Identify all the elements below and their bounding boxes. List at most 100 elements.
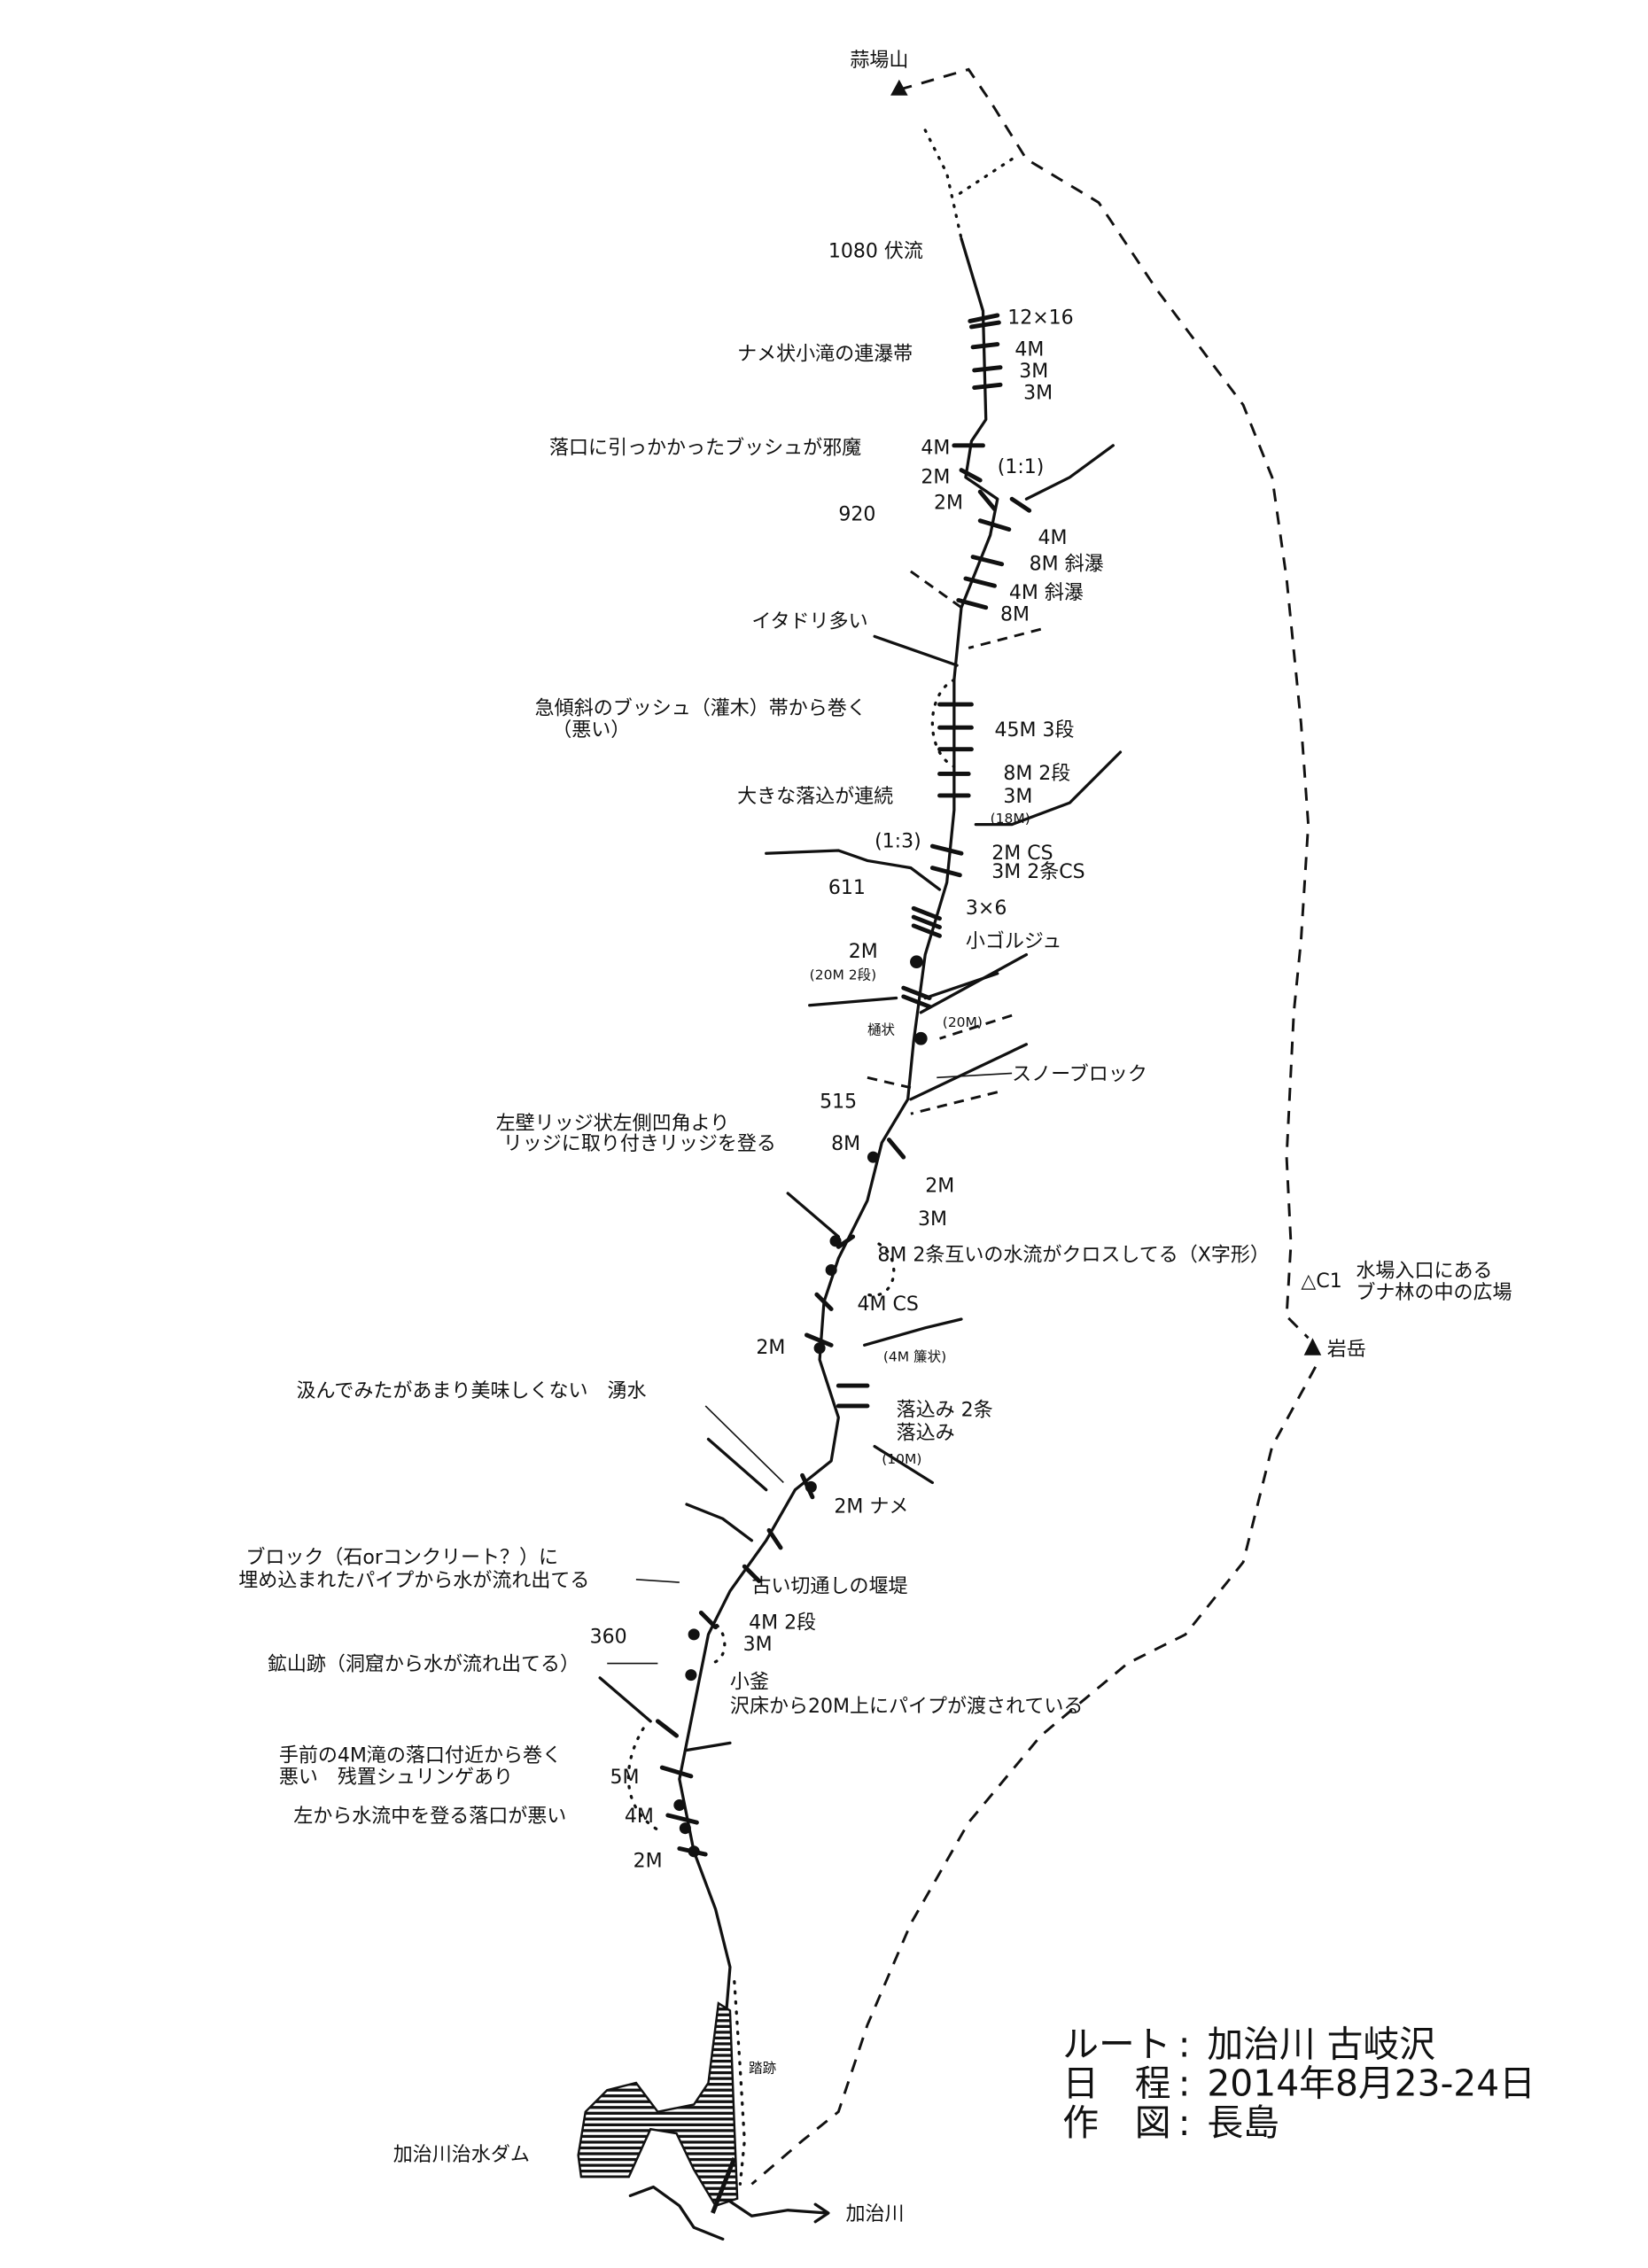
note-label: ブロック（石orコンクリート？）に bbox=[245, 1547, 558, 1569]
note-label: 鉱山跡（洞窟から水が流れ出てる） bbox=[268, 1654, 579, 1676]
river-inflow bbox=[628, 2185, 725, 2241]
pool-markers bbox=[673, 955, 928, 1858]
note-label: (1:1) bbox=[998, 456, 1045, 478]
note-label: 3M bbox=[1003, 786, 1032, 808]
author-label: 作 図 bbox=[1062, 2101, 1170, 2144]
note-label: 落口に引っかかったブッシュが邪魔 bbox=[549, 438, 861, 460]
bypass-routes bbox=[626, 678, 956, 1831]
iwadake-triangle-icon bbox=[1303, 1338, 1322, 1355]
note-label: 大きな落込が連続 bbox=[737, 786, 893, 808]
note-label: 1080 伏流 bbox=[828, 241, 923, 263]
trail-label: 踏跡 bbox=[749, 2061, 776, 2077]
note-label: 8M 2条互いの水流がクロスしてる（X字形） bbox=[877, 1245, 1270, 1267]
date-label: 日 程 bbox=[1062, 2062, 1170, 2105]
note-label: 3M bbox=[1023, 383, 1053, 405]
date-colon: : bbox=[1178, 2062, 1191, 2105]
note-label: 8M 斜瀑 bbox=[1030, 553, 1104, 575]
note-label: 2M bbox=[921, 466, 950, 488]
title-block: ルート : 加治川 古岐沢 日 程 : 2014年8月23-24日 作 図 : … bbox=[1062, 2023, 1535, 2144]
approach-trail bbox=[733, 1980, 746, 2186]
note-label: (1:3) bbox=[875, 831, 921, 853]
camp-note-1: 水場入口にある bbox=[1356, 1261, 1492, 1283]
note-label: 左壁リッジ状左側凹角より bbox=[496, 1113, 730, 1135]
note-label: 4M 2段 bbox=[749, 1612, 816, 1634]
ridge-trail-lower bbox=[750, 1366, 1318, 2186]
route-value: 加治川 古岐沢 bbox=[1207, 2023, 1435, 2066]
summit-name: 蒜場山 bbox=[850, 50, 908, 72]
note-label: (20M 2段) bbox=[810, 967, 876, 983]
camp-label: △C1 bbox=[1301, 1270, 1341, 1293]
route-colon: : bbox=[1178, 2023, 1191, 2066]
note-label: (18M) bbox=[991, 811, 1030, 827]
note-label: (10M) bbox=[882, 1451, 921, 1467]
upper-headwater-dots bbox=[923, 128, 1014, 241]
note-label: 5M bbox=[610, 1767, 640, 1789]
note-label: 3M bbox=[918, 1208, 947, 1231]
note-label: 左から水流中を登る落口が悪い bbox=[293, 1806, 566, 1828]
route-label: ルート bbox=[1062, 2023, 1170, 2066]
camp-note-2: ブナ林の中の広場 bbox=[1356, 1282, 1512, 1304]
note-label: 急傾斜のブッシュ（灌木）帯から巻く bbox=[535, 698, 867, 720]
note-label: イタドリ多い bbox=[751, 611, 867, 633]
note-label: 4M bbox=[625, 1806, 654, 1828]
note-label: 落込み bbox=[897, 1422, 955, 1444]
elevation-label: 515 bbox=[820, 1091, 857, 1114]
note-label: 3M bbox=[743, 1634, 773, 1656]
note-label: 4M CS bbox=[858, 1293, 919, 1316]
note-label: 汲んでみたがあまり美味しくない 湧水 bbox=[296, 1380, 646, 1402]
note-label: 2M ナメ bbox=[834, 1496, 908, 1518]
main-stream bbox=[678, 237, 999, 2171]
note-label: 樋状 bbox=[867, 1021, 895, 1037]
note-label: 8M 2段 bbox=[1003, 763, 1070, 785]
note-label: 2M bbox=[634, 1851, 663, 1873]
note-label: 沢床から20M上にパイプが渡されている bbox=[730, 1696, 1083, 1718]
elevation-label: 611 bbox=[828, 877, 866, 899]
dam-reservoir bbox=[577, 2001, 739, 2208]
waterfall-marks bbox=[655, 313, 1032, 1857]
note-label: 小ゴルジュ bbox=[966, 930, 1062, 952]
note-label: 2M bbox=[934, 493, 963, 515]
note-label: 手前の4M滝の落口付近から巻く bbox=[279, 1745, 562, 1767]
note-label: 2M bbox=[925, 1175, 954, 1197]
note-label: ナメ状小滝の連瀑帯 bbox=[737, 344, 913, 366]
note-label: 2M CS bbox=[991, 843, 1053, 865]
note-label: 古い切通しの堰堤 bbox=[751, 1576, 907, 1598]
date-value: 2014年8月23-24日 bbox=[1207, 2062, 1535, 2105]
ridge-trail-upper bbox=[898, 67, 1310, 1340]
note-label: 3M bbox=[1019, 361, 1048, 383]
note-label: 3×6 bbox=[966, 897, 1007, 920]
note-label: 2M bbox=[756, 1337, 785, 1359]
note-label: 8M bbox=[831, 1133, 860, 1155]
note-label: 3M 2条CS bbox=[991, 861, 1084, 883]
summit-triangle-icon bbox=[890, 79, 908, 96]
note-label: 12×16 bbox=[1007, 307, 1073, 330]
leader-lines bbox=[607, 1072, 1013, 1665]
author-value: 長島 bbox=[1207, 2101, 1279, 2144]
note-label: 45M 3段 bbox=[995, 719, 1075, 742]
elevation-label: 360 bbox=[590, 1627, 627, 1649]
note-label: 2M bbox=[849, 941, 878, 963]
iwadake-name: 岩岳 bbox=[1327, 1339, 1366, 1361]
dam-name: 加治川治水ダム bbox=[393, 2144, 530, 2166]
note-label: 4M bbox=[1014, 339, 1044, 361]
note-label: 小釜 bbox=[730, 1671, 769, 1693]
author-colon: : bbox=[1178, 2101, 1191, 2144]
river-outflow-arrow bbox=[728, 2200, 830, 2224]
note-label: 4M bbox=[1038, 527, 1067, 549]
dam-wall bbox=[711, 2157, 737, 2214]
note-label: スノーブロック bbox=[1012, 1064, 1147, 1086]
note-label: 4M bbox=[921, 438, 950, 460]
note-label: 落込み 2条 bbox=[897, 1399, 993, 1421]
note-label: 埋め込まれたパイプから水が流れ出てる bbox=[238, 1570, 589, 1592]
route-notes: 1080 伏流 12×16 ナメ状小滝の連瀑帯 4M 3M 3M 落口に引っかか… bbox=[238, 241, 1270, 1873]
elevation-label: 920 bbox=[838, 504, 875, 526]
note-label: 悪い 残置シュリンゲあり bbox=[279, 1767, 513, 1789]
note-label: リッジに取り付きリッジを登る bbox=[503, 1133, 776, 1155]
note-label: （悪い） bbox=[552, 719, 630, 742]
note-label: 8M bbox=[1000, 603, 1030, 625]
note-label: (4M 簾状) bbox=[883, 1348, 946, 1364]
tributaries bbox=[598, 444, 1123, 1752]
note-label: 4M 斜瀑 bbox=[1009, 582, 1084, 604]
river-name: 加治川 bbox=[845, 2203, 904, 2225]
